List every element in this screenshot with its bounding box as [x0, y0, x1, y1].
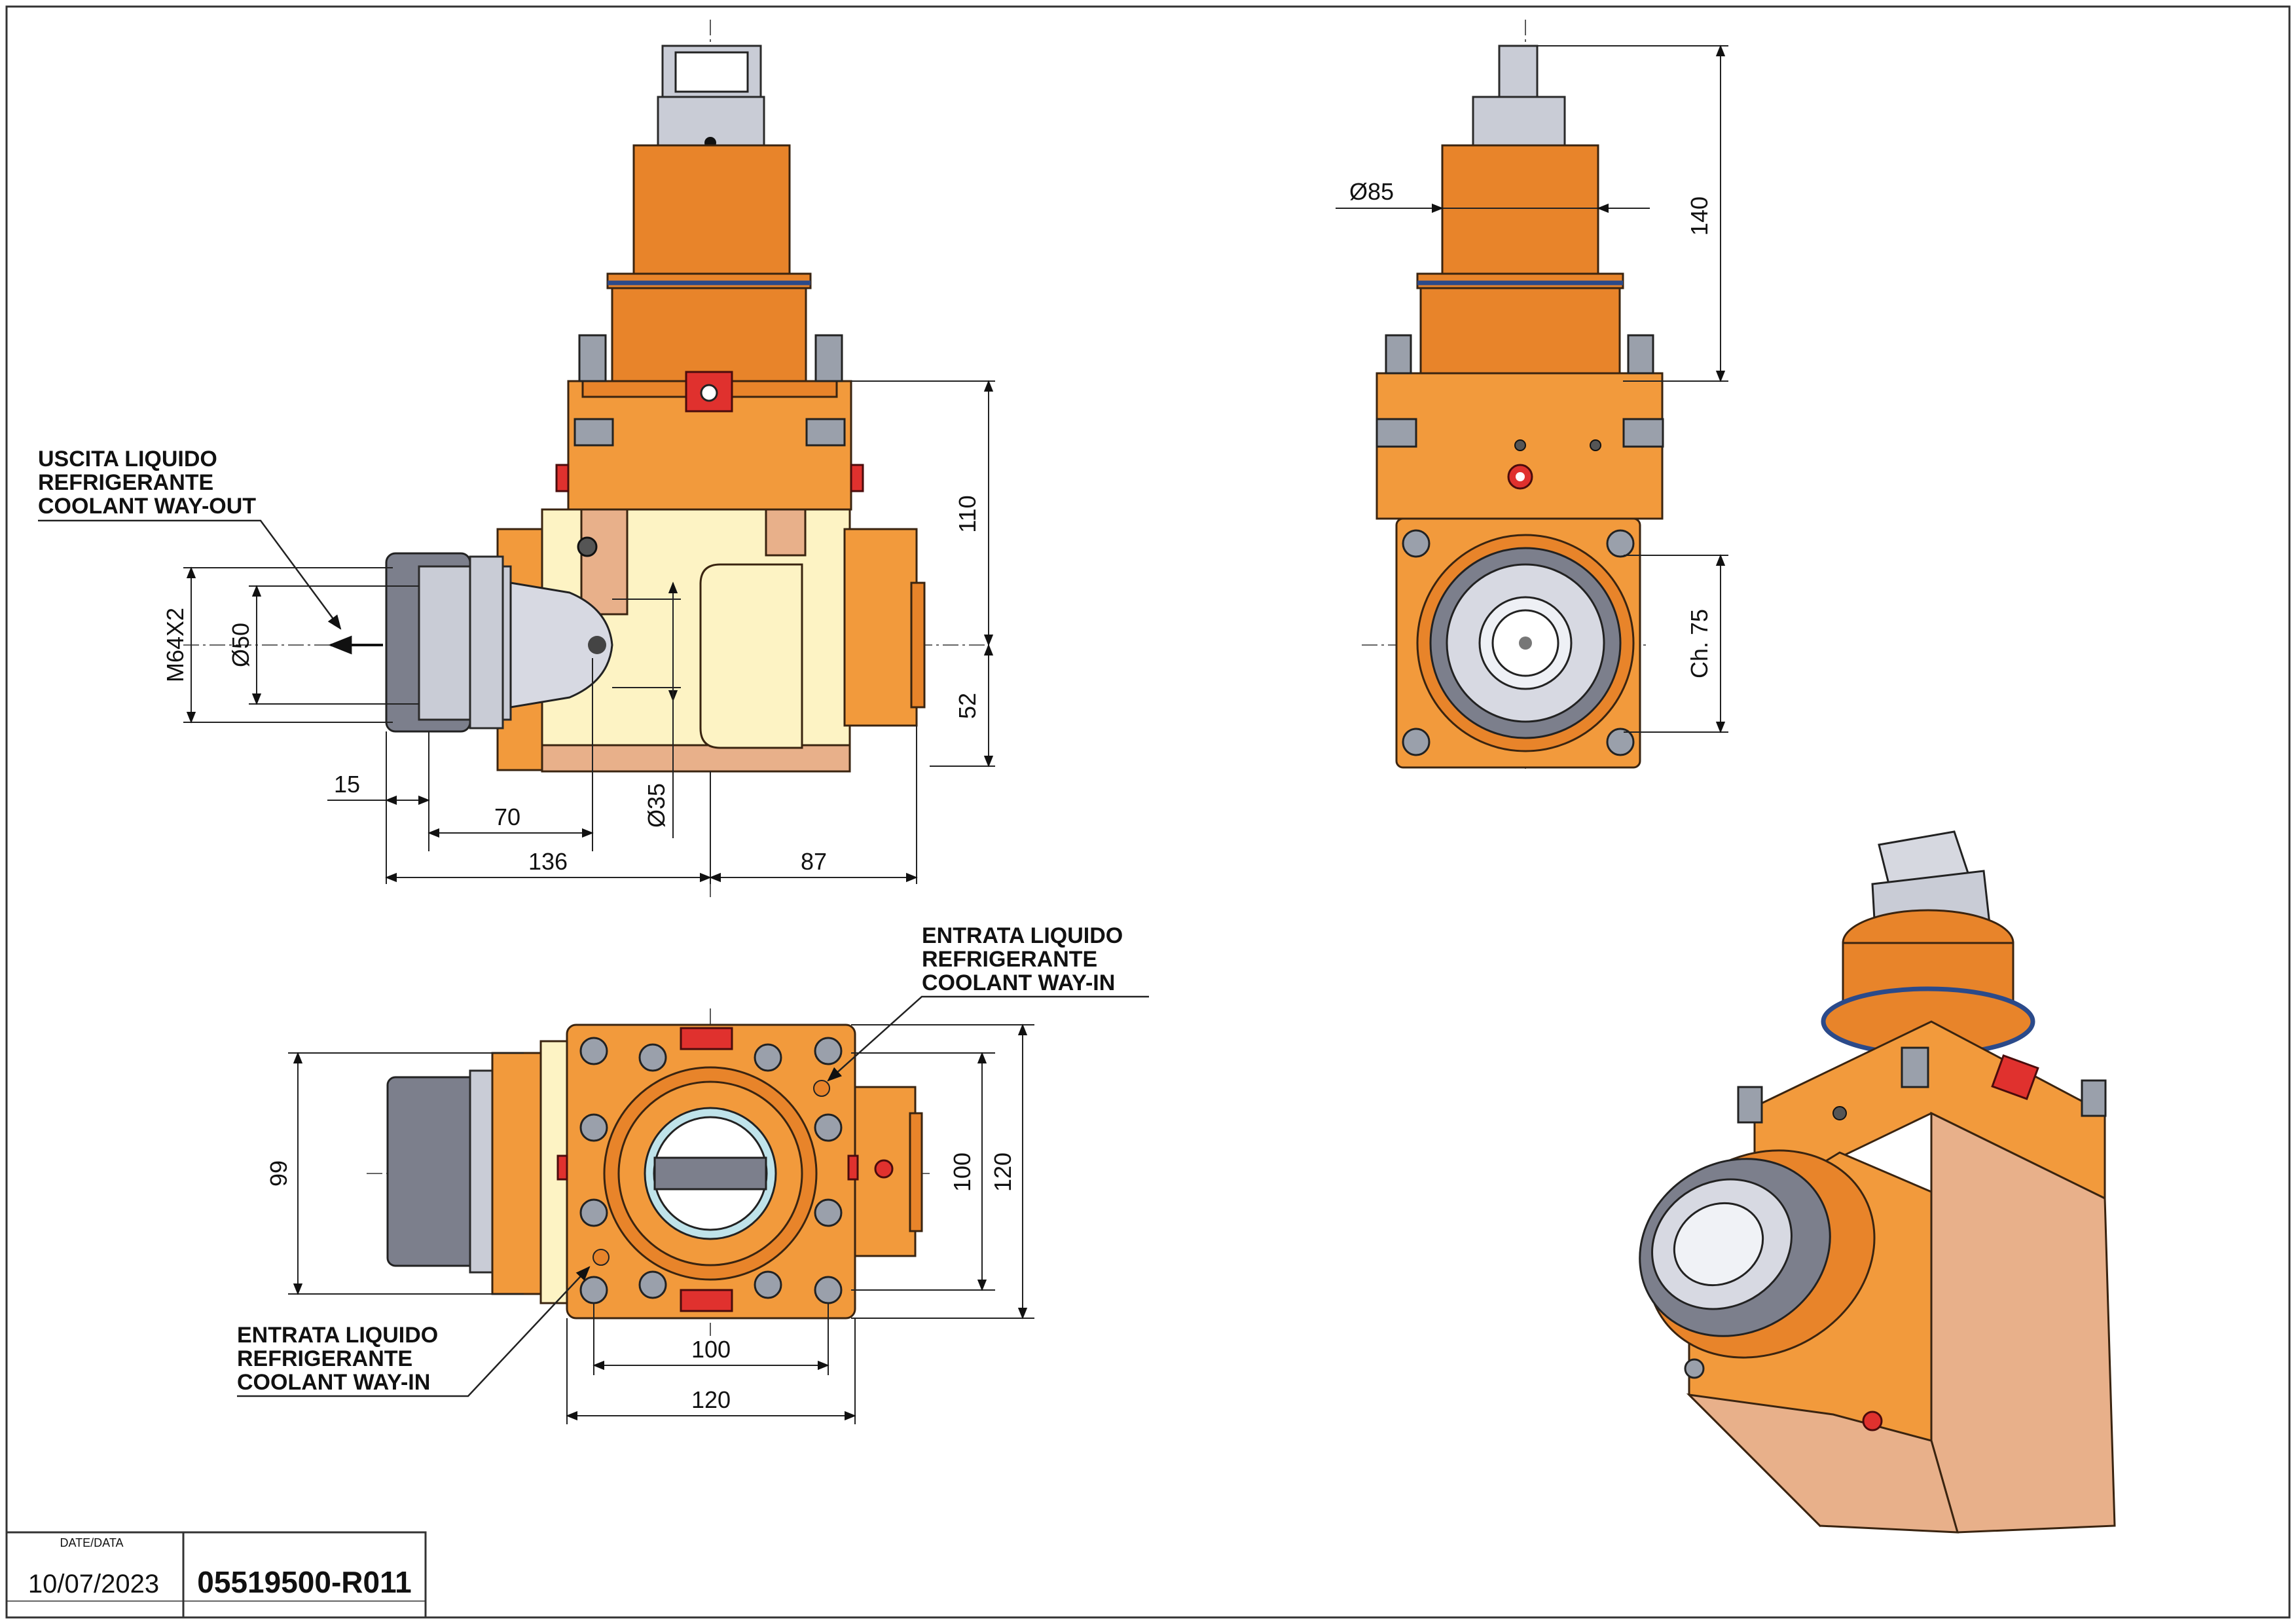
dim-120-horizontal: 120: [691, 1386, 731, 1413]
dim-d85: Ø85: [1349, 178, 1394, 205]
note-in-top-line2: REFRIGERANTE: [922, 947, 1097, 972]
date-value: 10/07/2023: [28, 1570, 159, 1598]
note-in-top-line3: COOLANT WAY-IN: [922, 970, 1115, 995]
dim-15: 15: [334, 771, 360, 798]
top-view: [367, 1008, 930, 1336]
dim-100-horizontal: 100: [691, 1336, 731, 1363]
note-in-bottom-line3: COOLANT WAY-IN: [237, 1370, 430, 1395]
note-out-line3: COOLANT WAY-OUT: [38, 494, 256, 519]
note-out-line1: USCITA LIQUIDO: [38, 447, 217, 471]
dim-136: 136: [528, 848, 568, 875]
side-view-dimensions: 140 Ø85 Ch. 75: [1336, 45, 1728, 733]
dim-87: 87: [801, 848, 827, 875]
dim-99: 99: [265, 1160, 292, 1187]
top-view-dimensions: 99 100 120 100 120: [265, 1024, 1034, 1424]
note-in-bottom-line2: REFRIGERANTE: [237, 1346, 412, 1371]
side-view: [1362, 20, 1664, 773]
note-in-bottom-line1: ENTRATA LIQUIDO: [237, 1323, 438, 1348]
note-coolant-way-in-bottom: ENTRATA LIQUIDO REFRIGERANTE COOLANT WAY…: [237, 1266, 591, 1397]
dim-110: 110: [954, 495, 981, 532]
dim-ch75: Ch. 75: [1686, 609, 1713, 678]
note-coolant-way-in-top: ENTRATA LIQUIDO REFRIGERANTE COOLANT WAY…: [827, 923, 1149, 1082]
note-coolant-way-out: USCITA LIQUIDO REFRIGERANTE COOLANT WAY-…: [38, 447, 342, 630]
front-view-dimensions: 110 52 M64X2 Ø50 Ø35 15 70 136 87: [162, 380, 995, 884]
dim-70: 70: [494, 803, 520, 830]
note-out-line2: REFRIGERANTE: [38, 470, 213, 495]
date-label: DATE/DATA: [60, 1536, 123, 1549]
title-block: DATE/DATA 10/07/2023 05519500-R011: [5, 1531, 427, 1619]
dim-100-vertical: 100: [949, 1153, 975, 1192]
dim-d35: Ø35: [643, 783, 670, 828]
note-in-top-line1: ENTRATA LIQUIDO: [922, 923, 1123, 948]
dim-120-vertical: 120: [989, 1153, 1016, 1192]
dim-d50: Ø50: [227, 623, 254, 667]
top-view-bolts: [579, 1037, 843, 1304]
front-view: [183, 20, 989, 897]
sheet-border: [5, 5, 2291, 1619]
dim-m64x2: M64X2: [162, 608, 189, 682]
dim-140: 140: [1686, 196, 1713, 236]
drawing-code: 05519500-R011: [197, 1565, 411, 1599]
dim-52: 52: [954, 693, 981, 719]
isometric-view: [1639, 830, 2116, 1534]
